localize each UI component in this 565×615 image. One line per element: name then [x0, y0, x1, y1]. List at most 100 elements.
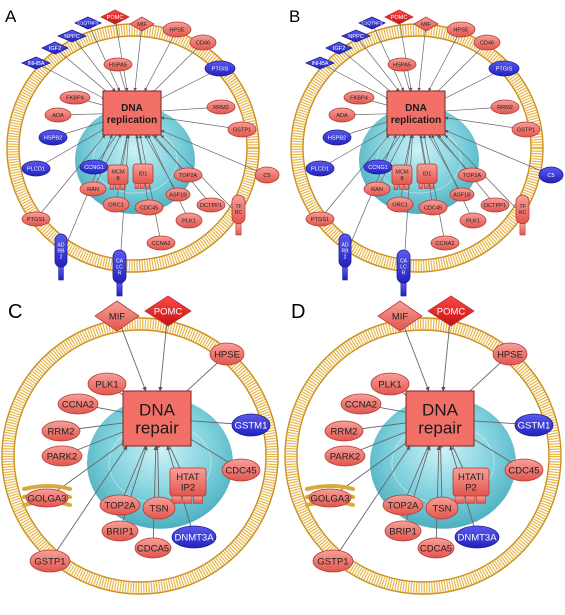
node-label-cdc45: CDC45 — [225, 465, 256, 476]
node-cdca5: CDCA5 — [134, 537, 172, 559]
node-label-cd46: CD46 — [480, 40, 494, 46]
node-ada: ADA — [328, 107, 356, 123]
edge-igf2 — [338, 47, 395, 96]
node-top2a: TOP2A — [382, 494, 424, 516]
node-plcd1: PLCD1 — [305, 160, 335, 177]
edge-brip1 — [119, 445, 148, 532]
edge-ccna2 — [138, 134, 162, 244]
node-dctpp1: DCTPP1 — [196, 197, 226, 213]
node-label-pomc: POMC — [437, 306, 466, 317]
node-rrm2: RRM2 — [206, 99, 236, 115]
node-label-adrb2: AD — [342, 242, 349, 248]
node-label-hspa5: HSPA5 — [393, 62, 411, 68]
node-top2a: TOP2A — [99, 494, 141, 516]
edge-plcd1 — [35, 128, 106, 169]
node-label-nppc: NPPC — [64, 34, 80, 40]
edge-plcd1 — [319, 128, 390, 169]
node-mif: MIF — [94, 300, 140, 332]
node-label-plcd1: PLCD1 — [311, 166, 329, 172]
node-label-id1: ID1 — [423, 172, 432, 178]
node-gstm1: GSTM1 — [514, 413, 554, 437]
node-label-cd46: CD46 — [196, 40, 210, 46]
edge-top2a — [119, 442, 148, 506]
node-hspa5: HSPA5 — [103, 57, 133, 72]
edge-c1qtnf3 — [371, 22, 404, 92]
node-label-adrb2: 2 — [60, 254, 63, 260]
node-label-ran: RAN — [371, 187, 383, 193]
edge-inhba — [35, 62, 106, 100]
node-id1: ID1 — [416, 163, 438, 189]
node-hspb2: HSPB2 — [38, 129, 68, 146]
node-label-gstm1: GSTM1 — [518, 420, 551, 431]
node-label-igf2: IGF2 — [49, 46, 61, 52]
edge-ptgs1 — [35, 134, 106, 220]
edge-pomc — [114, 16, 129, 92]
node-label-adrb2: AD — [58, 242, 65, 248]
node-label-ccna2: CCNA2 — [436, 241, 455, 247]
edge-asf1b — [428, 134, 463, 195]
node-pomc: POMC — [427, 295, 475, 327]
node-label-ccng1: CCNG1 — [368, 165, 388, 171]
node-label-cdc45: CDC45 — [140, 205, 158, 211]
node-label-plk1: PLK1 — [466, 218, 480, 224]
node-park2: PARK2 — [41, 445, 83, 467]
node-label-plk1: PLK1 — [95, 379, 118, 390]
edge-ccna2 — [422, 134, 446, 244]
node-label-mcm8: 8 — [400, 176, 403, 182]
node-ran: RAN — [79, 181, 107, 197]
node-label-hpse: HPSE — [214, 349, 240, 360]
node-label-tfrc: RC — [519, 210, 527, 216]
node-plk1: PLK1 — [370, 372, 410, 396]
node-gstp1: GSTP1 — [29, 549, 71, 573]
node-label-calcr: R — [402, 270, 406, 276]
node-brip1: BRIP1 — [384, 520, 422, 542]
node-label-brip1: BRIP1 — [389, 526, 416, 537]
node-label-c5: C5 — [547, 173, 554, 179]
node-label-adrb2: 2 — [344, 254, 347, 260]
edge-gstp1 — [332, 445, 411, 562]
node-label-asf1b: ASF1B — [453, 192, 471, 198]
node-label-hpse: HPSE — [169, 27, 185, 33]
node-label-dctpp1: DCTPP1 — [200, 203, 222, 209]
node-label-orc1: ORC1 — [108, 202, 124, 208]
node-plcd1: PLCD1 — [21, 160, 51, 177]
node-hpse: HPSE — [492, 342, 528, 366]
node-cd46: CD46 — [473, 34, 501, 51]
node-label-c5: C5 — [263, 173, 270, 179]
panel-b: DNAreplicationPOMCC1QTNF3NPPCIGF2INHBAMI… — [289, 7, 564, 297]
node-ccng1: CCNG1 — [363, 159, 393, 175]
node-asf1b: ASF1B — [165, 187, 191, 202]
process-label-line2: replication — [391, 115, 442, 126]
edge-mif — [417, 23, 427, 92]
node-label-plk1: PLK1 — [378, 379, 401, 390]
node-label-adrb2: RB — [342, 248, 350, 254]
node-dctpp1: DCTPP1 — [480, 197, 510, 213]
node-label-ccng1: CCNG1 — [84, 165, 104, 171]
node-inhba: INHBA — [20, 56, 52, 70]
edge-pomc — [398, 16, 413, 92]
node-hspb2: HSPB2 — [322, 129, 352, 146]
node-brip1: BRIP1 — [101, 520, 139, 542]
node-label-hpse: HPSE — [497, 349, 523, 360]
node-label-adrb2: RB — [58, 248, 66, 254]
process-label-line1: DNA — [121, 103, 143, 114]
node-igf2: IGF2 — [41, 41, 69, 55]
edge-asf1b — [144, 134, 179, 195]
node-hpse: HPSE — [209, 342, 245, 366]
edge-mif — [116, 315, 147, 392]
node-tsn: TSN — [425, 496, 459, 520]
node-rrm2: RRM2 — [41, 420, 81, 442]
cell-membrane — [284, 317, 562, 595]
node-label-htatip2: HTATI — [458, 472, 484, 483]
node-label-top2a: TOP2A — [105, 500, 137, 511]
node-orc1: ORC1 — [102, 196, 130, 213]
node-label-igf2: IGF2 — [333, 46, 345, 52]
edge-c5 — [444, 129, 552, 176]
node-label-gstp1: GSTP1 — [317, 556, 348, 567]
